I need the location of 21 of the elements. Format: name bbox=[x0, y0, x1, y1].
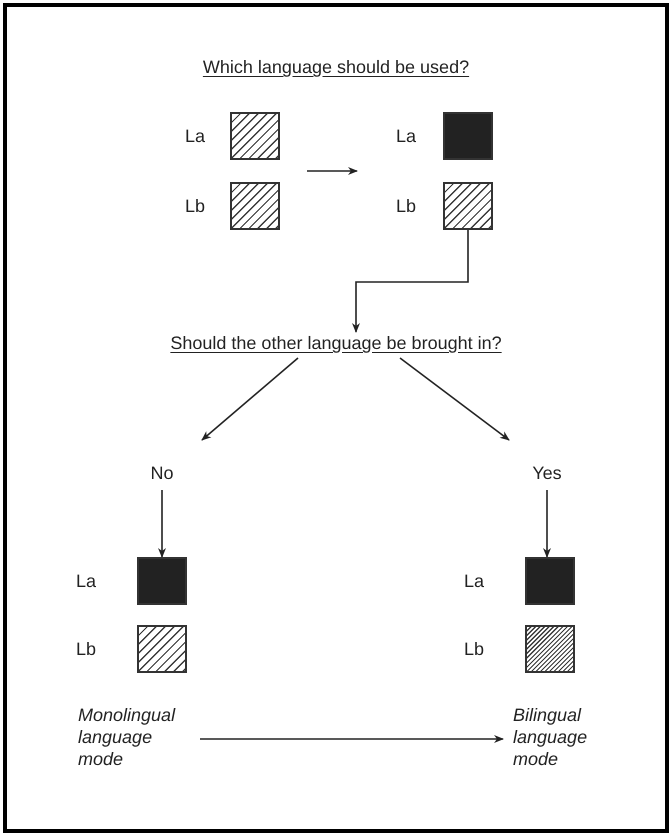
mode-label: Bilingual language mode bbox=[513, 704, 588, 770]
arrow bbox=[158, 490, 166, 558]
answer-label: Yes bbox=[531, 462, 563, 484]
language-label: La bbox=[396, 125, 416, 147]
arrow bbox=[352, 230, 469, 333]
arrow bbox=[543, 490, 551, 558]
answer-label: No bbox=[149, 462, 174, 484]
arrow bbox=[400, 357, 510, 441]
language-label: Lb bbox=[185, 195, 206, 217]
arrow bbox=[307, 167, 358, 175]
language-label: La bbox=[76, 570, 96, 592]
language-label: Lb bbox=[464, 638, 484, 660]
question-heading: Which language should be used? bbox=[202, 56, 470, 78]
language-label: La bbox=[185, 125, 206, 147]
language-label: Lb bbox=[76, 638, 96, 660]
language-label: Lb bbox=[396, 195, 416, 217]
question-heading: Should the other language be brought in? bbox=[169, 332, 503, 354]
arrow bbox=[200, 735, 504, 743]
language-label: La bbox=[464, 570, 484, 592]
arrow bbox=[201, 357, 299, 441]
mode-label: Monolingual language mode bbox=[78, 704, 176, 770]
